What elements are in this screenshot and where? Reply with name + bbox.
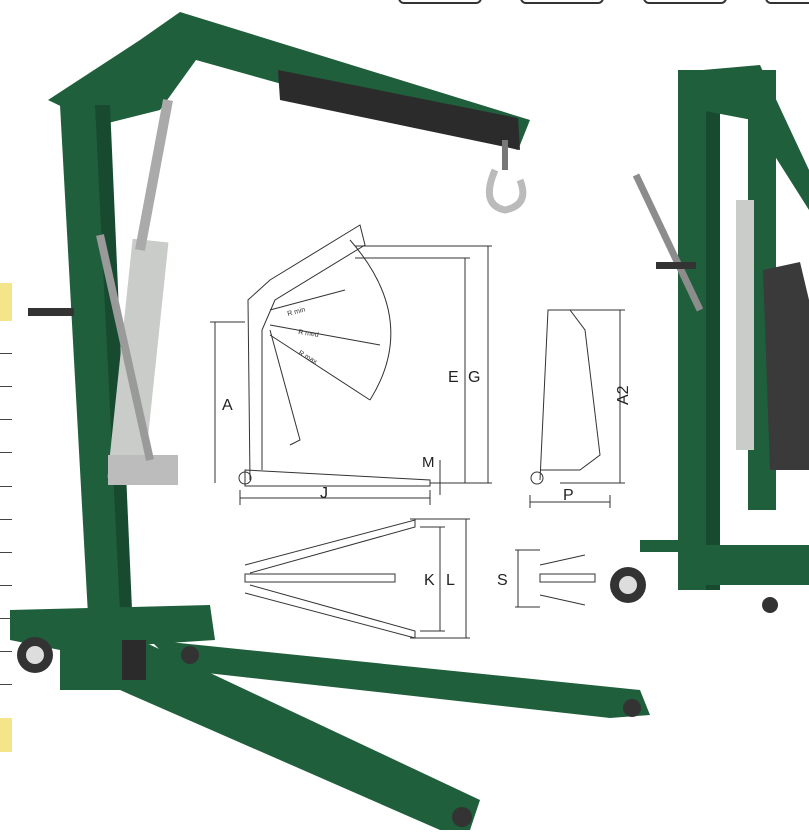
dim-label-s: S <box>497 572 508 589</box>
crane-side-view-image <box>610 65 809 613</box>
dim-label-a2: A2 <box>615 385 632 405</box>
table-rule <box>0 353 12 354</box>
dim-label-m: M <box>422 454 435 471</box>
table-rule <box>0 386 12 387</box>
table-rule <box>0 651 12 652</box>
dimension-diagram <box>210 224 625 639</box>
table-rule <box>0 452 12 453</box>
top-tab-4[interactable] <box>765 0 809 4</box>
table-rule <box>0 585 12 586</box>
radius-label-med: R med <box>298 329 319 339</box>
dim-label-g: G <box>468 369 480 386</box>
radius-label-max: R max <box>297 350 318 366</box>
table-highlight-top <box>0 283 12 321</box>
table-rule <box>0 684 12 685</box>
table-rule <box>0 618 12 619</box>
dim-label-a: A <box>222 397 233 414</box>
crane-main-image <box>10 12 650 830</box>
dim-label-e: E <box>448 369 459 386</box>
table-highlight-bottom <box>0 718 12 752</box>
table-rule <box>0 419 12 420</box>
dim-label-p: P <box>563 487 574 504</box>
dim-label-j: J <box>320 485 328 502</box>
table-rule <box>0 552 12 553</box>
dim-label-k: K <box>424 572 435 589</box>
radius-label-min: R min <box>287 306 307 318</box>
dim-label-l: L <box>446 572 455 589</box>
table-rule <box>0 519 12 520</box>
table-rule <box>0 486 12 487</box>
